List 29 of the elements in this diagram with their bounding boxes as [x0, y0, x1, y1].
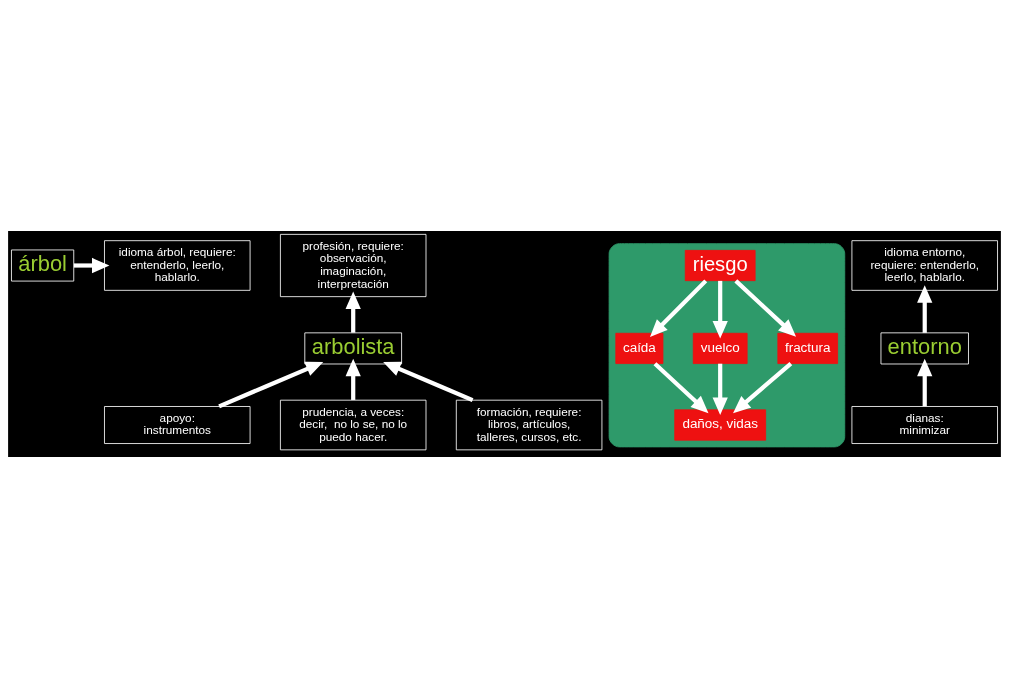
arrow	[917, 358, 933, 407]
node-box: prudencia, a veces: decir, no lo se, no lo puedo hacer.	[279, 399, 427, 451]
arrow	[712, 280, 728, 339]
node-box: entorno	[880, 332, 969, 365]
arrow	[345, 291, 361, 333]
arrow	[712, 363, 728, 416]
cluster	[608, 243, 846, 448]
node-box: idioma entorno, requiere: entenderlo, leerlo, hablarlo.	[851, 240, 998, 291]
node-box: vuelco	[692, 332, 748, 364]
arrow	[218, 361, 324, 409]
node-box: idioma árbol, requiere: entenderlo, leerlo, hablarlo.	[104, 240, 251, 291]
arrow	[73, 257, 110, 274]
arrow	[733, 362, 793, 414]
node-box: fractura	[777, 332, 839, 364]
node-box: profesión, requiere: observación, imaginación, interpretación	[279, 233, 427, 298]
arrow	[653, 362, 709, 414]
node-box: daños, vidas	[674, 409, 767, 441]
node-box: apoyo: instrumentos	[104, 406, 251, 444]
node-box: dianas: minimizar	[851, 406, 998, 444]
arrow	[650, 279, 708, 337]
node-box: caída	[615, 332, 664, 364]
arrow	[345, 358, 361, 400]
arrow	[734, 279, 797, 337]
node-box: formación, requiere: libros, artículos, talleres, cursos, etc.	[455, 399, 603, 451]
arrow	[917, 285, 933, 333]
node-box: riesgo	[684, 249, 756, 282]
node-box: arbolista	[304, 332, 403, 365]
arrow	[383, 361, 474, 403]
node-box: árbol	[11, 249, 75, 282]
